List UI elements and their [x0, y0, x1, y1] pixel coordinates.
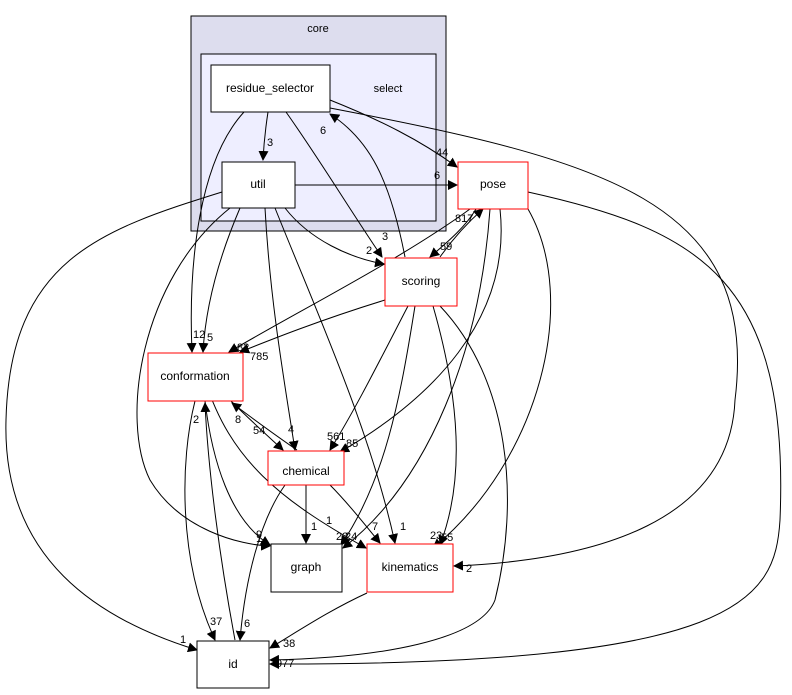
edge-label-conformation-graph: 9 [256, 529, 262, 541]
edge-label-util-graph: 1 [256, 533, 262, 545]
edge-residue-selector-util[interactable] [258, 111, 269, 161]
edge-label-scoring-kinematics: 55 [441, 532, 453, 544]
node-kinematics[interactable]: kinematics [366, 543, 454, 593]
edge-residue-selector-pose[interactable] [329, 99, 458, 168]
edge-util-id[interactable] [5, 191, 223, 653]
cluster-core-label: core [307, 23, 328, 35]
edge-label-residue-selector-util: 3 [267, 137, 273, 149]
edge-residue-selector-scoring[interactable] [285, 111, 383, 258]
edge-kinematics-id[interactable] [269, 592, 368, 649]
edge-pose-conformation[interactable] [228, 208, 471, 353]
edge-conformation-id[interactable] [184, 400, 216, 641]
edge-scoring-kinematics[interactable] [432, 305, 457, 546]
node-kinematics-label: kinematics [382, 560, 439, 574]
edge-pose-kinematics[interactable] [432, 208, 552, 549]
edge-label-util-scoring: 2 [366, 245, 372, 257]
edge-label-chemical-conformation: 8 [235, 414, 241, 426]
node-residue-selector-label: residue_selector [226, 81, 314, 95]
edge-label-pose-conformation: 82 [237, 342, 249, 354]
edge-label-residue-selector-conformation: 12 [193, 329, 205, 341]
edge-label-residue-selector-pose: 44 [436, 147, 448, 159]
edge-util-scoring[interactable] [284, 207, 385, 268]
node-conformation[interactable]: conformation [147, 352, 244, 402]
edge-label-util-kinematics: 1 [400, 521, 406, 533]
edge-label-util-pose: 6 [434, 170, 440, 182]
edge-util-kinematics[interactable] [274, 207, 398, 544]
node-conformation-box [147, 352, 244, 402]
edge-pose-chemical[interactable] [339, 208, 502, 453]
edge-scoring-graph[interactable] [340, 305, 416, 546]
edge-label-pose-chemical: 561 [327, 431, 345, 443]
edge-id-conformation[interactable] [200, 402, 236, 641]
node-id[interactable]: id [196, 640, 270, 689]
edge-label-chemical-id: 6 [244, 618, 250, 630]
edge-label-conformation-kinematics: 1 [326, 515, 332, 527]
edge-label-util-chemical: 4 [288, 424, 294, 436]
edge-label-residue-selector-scoring: 3 [382, 231, 388, 243]
edge-scoring-pose[interactable] [439, 208, 484, 258]
nodes: residue_selector util pose scoring confo… [147, 64, 529, 689]
node-util-box [221, 161, 296, 209]
node-pose-box [457, 161, 529, 210]
node-chemical-box [267, 450, 345, 486]
edge-scoring-id[interactable] [269, 305, 508, 665]
node-residue-selector-box [210, 64, 331, 113]
node-pose[interactable]: pose [457, 161, 529, 210]
edge-util-conformation[interactable] [198, 207, 241, 353]
edge-scoring-conformation[interactable] [239, 299, 386, 354]
edge-scoring-residue-selector[interactable] [329, 113, 406, 258]
edge-label-scoring-conformation: 785 [250, 351, 268, 363]
node-graph-label: graph [291, 560, 322, 574]
node-id-box [196, 640, 270, 689]
node-scoring[interactable]: scoring [384, 257, 458, 307]
edge-label-conformation-chemical: 54 [253, 425, 265, 437]
edge-label-chemical-kinematics: 7 [372, 521, 378, 533]
node-scoring-label: scoring [402, 274, 441, 288]
node-util[interactable]: util [221, 161, 296, 209]
node-conformation-label: conformation [160, 369, 229, 383]
edge-util-chemical[interactable] [264, 207, 299, 451]
node-id-label: id [228, 657, 237, 671]
edge-label-util-conformation: 5 [207, 332, 213, 344]
edge-label-residue-selector-kinematics: 2 [466, 563, 472, 575]
node-graph[interactable]: graph [270, 543, 343, 593]
edge-util-graph[interactable] [136, 207, 271, 551]
edges: 3 6 44 6 3 2 59 817 82 785 12 5 4 54 8 5… [5, 99, 782, 670]
edge-residue-selector-kinematics[interactable] [329, 107, 739, 571]
edge-label-scoring-pose: 817 [455, 213, 473, 225]
cluster-select-label: select [374, 83, 403, 95]
edge-label-conformation-id: 2 [193, 414, 199, 426]
node-pose-label: pose [480, 177, 506, 191]
node-chemical[interactable]: chemical [267, 450, 345, 486]
node-graph-box [270, 543, 343, 593]
edge-chemical-kinematics[interactable] [329, 484, 381, 544]
edge-chemical-id[interactable] [235, 484, 286, 641]
edge-pose-id[interactable] [269, 191, 782, 670]
edge-conformation-kinematics[interactable] [204, 379, 367, 549]
edge-label-scoring-chemical: 85 [346, 438, 358, 450]
edge-residue-selector-conformation[interactable] [186, 111, 245, 353]
edge-label-pose-graph: 24 [345, 531, 357, 543]
edge-label-kinematics-id: 38 [283, 638, 295, 650]
edge-label-util-id: 1 [180, 634, 186, 646]
edge-conformation-graph[interactable] [204, 400, 271, 546]
edge-label-id-conformation: 37 [210, 616, 222, 628]
node-util-label: util [250, 177, 265, 191]
node-residue-selector[interactable]: residue_selector [210, 64, 331, 113]
edge-chemical-conformation[interactable] [231, 402, 298, 451]
edge-label-scoring-residue-selector: 6 [320, 125, 326, 137]
node-kinematics-box [366, 543, 454, 593]
edge-scoring-chemical[interactable] [329, 305, 409, 451]
edge-label-pose-id: 9 [276, 658, 282, 670]
node-scoring-box [384, 257, 458, 307]
edge-pose-graph[interactable] [342, 208, 491, 549]
node-chemical-label: chemical [282, 464, 329, 478]
edge-label-chemical-graph: 1 [311, 521, 317, 533]
